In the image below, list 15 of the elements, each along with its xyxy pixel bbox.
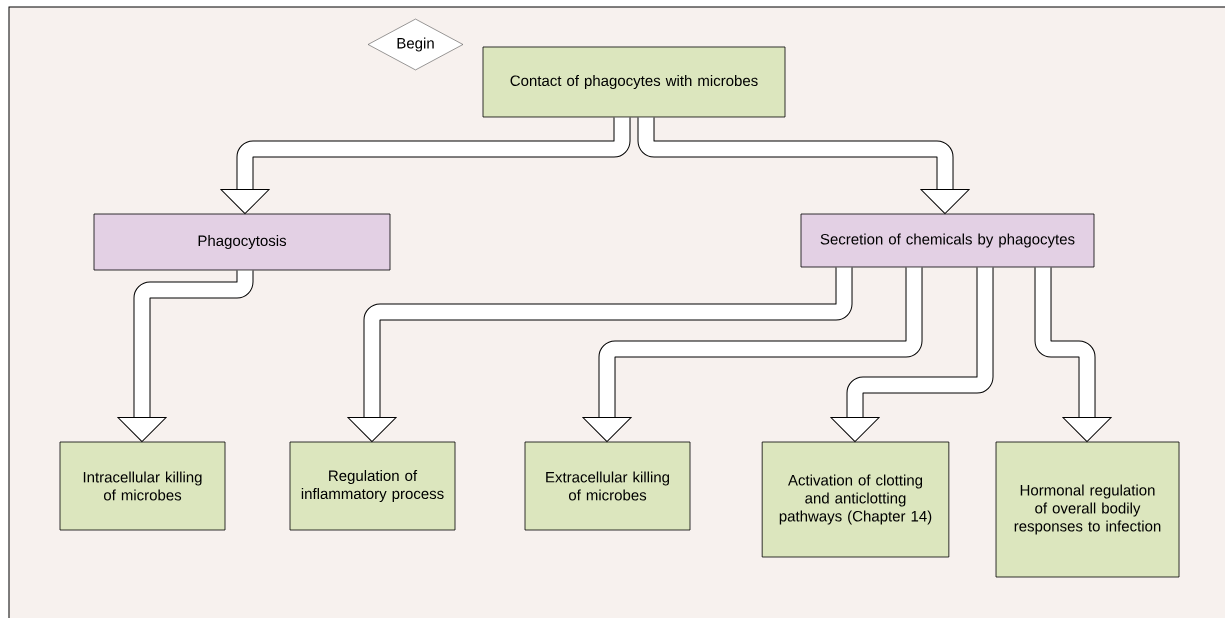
process-box: Regulation of inflammatory process bbox=[289, 441, 456, 531]
process-box: Hormonal regulation of overall bodily responses to infection bbox=[995, 441, 1180, 578]
process-box: Phagocytosis bbox=[93, 213, 391, 271]
arrow bbox=[582, 267, 923, 443]
arrow bbox=[1034, 267, 1112, 443]
arrow bbox=[637, 117, 970, 215]
process-box: Secretion of chemicals by phagocytes bbox=[800, 213, 1095, 268]
arrow bbox=[347, 267, 853, 443]
arrow bbox=[830, 267, 994, 443]
process-box: Intracellular killing of microbes bbox=[59, 441, 226, 531]
process-box: Extracellular killing of microbes bbox=[524, 441, 691, 531]
process-box: Activation of clotting and anticlotting pathways (Chapter 14) bbox=[761, 441, 950, 558]
arrow bbox=[220, 117, 631, 215]
process-box: Contact of phagocytes with microbes bbox=[482, 46, 786, 118]
arrow bbox=[117, 270, 254, 443]
